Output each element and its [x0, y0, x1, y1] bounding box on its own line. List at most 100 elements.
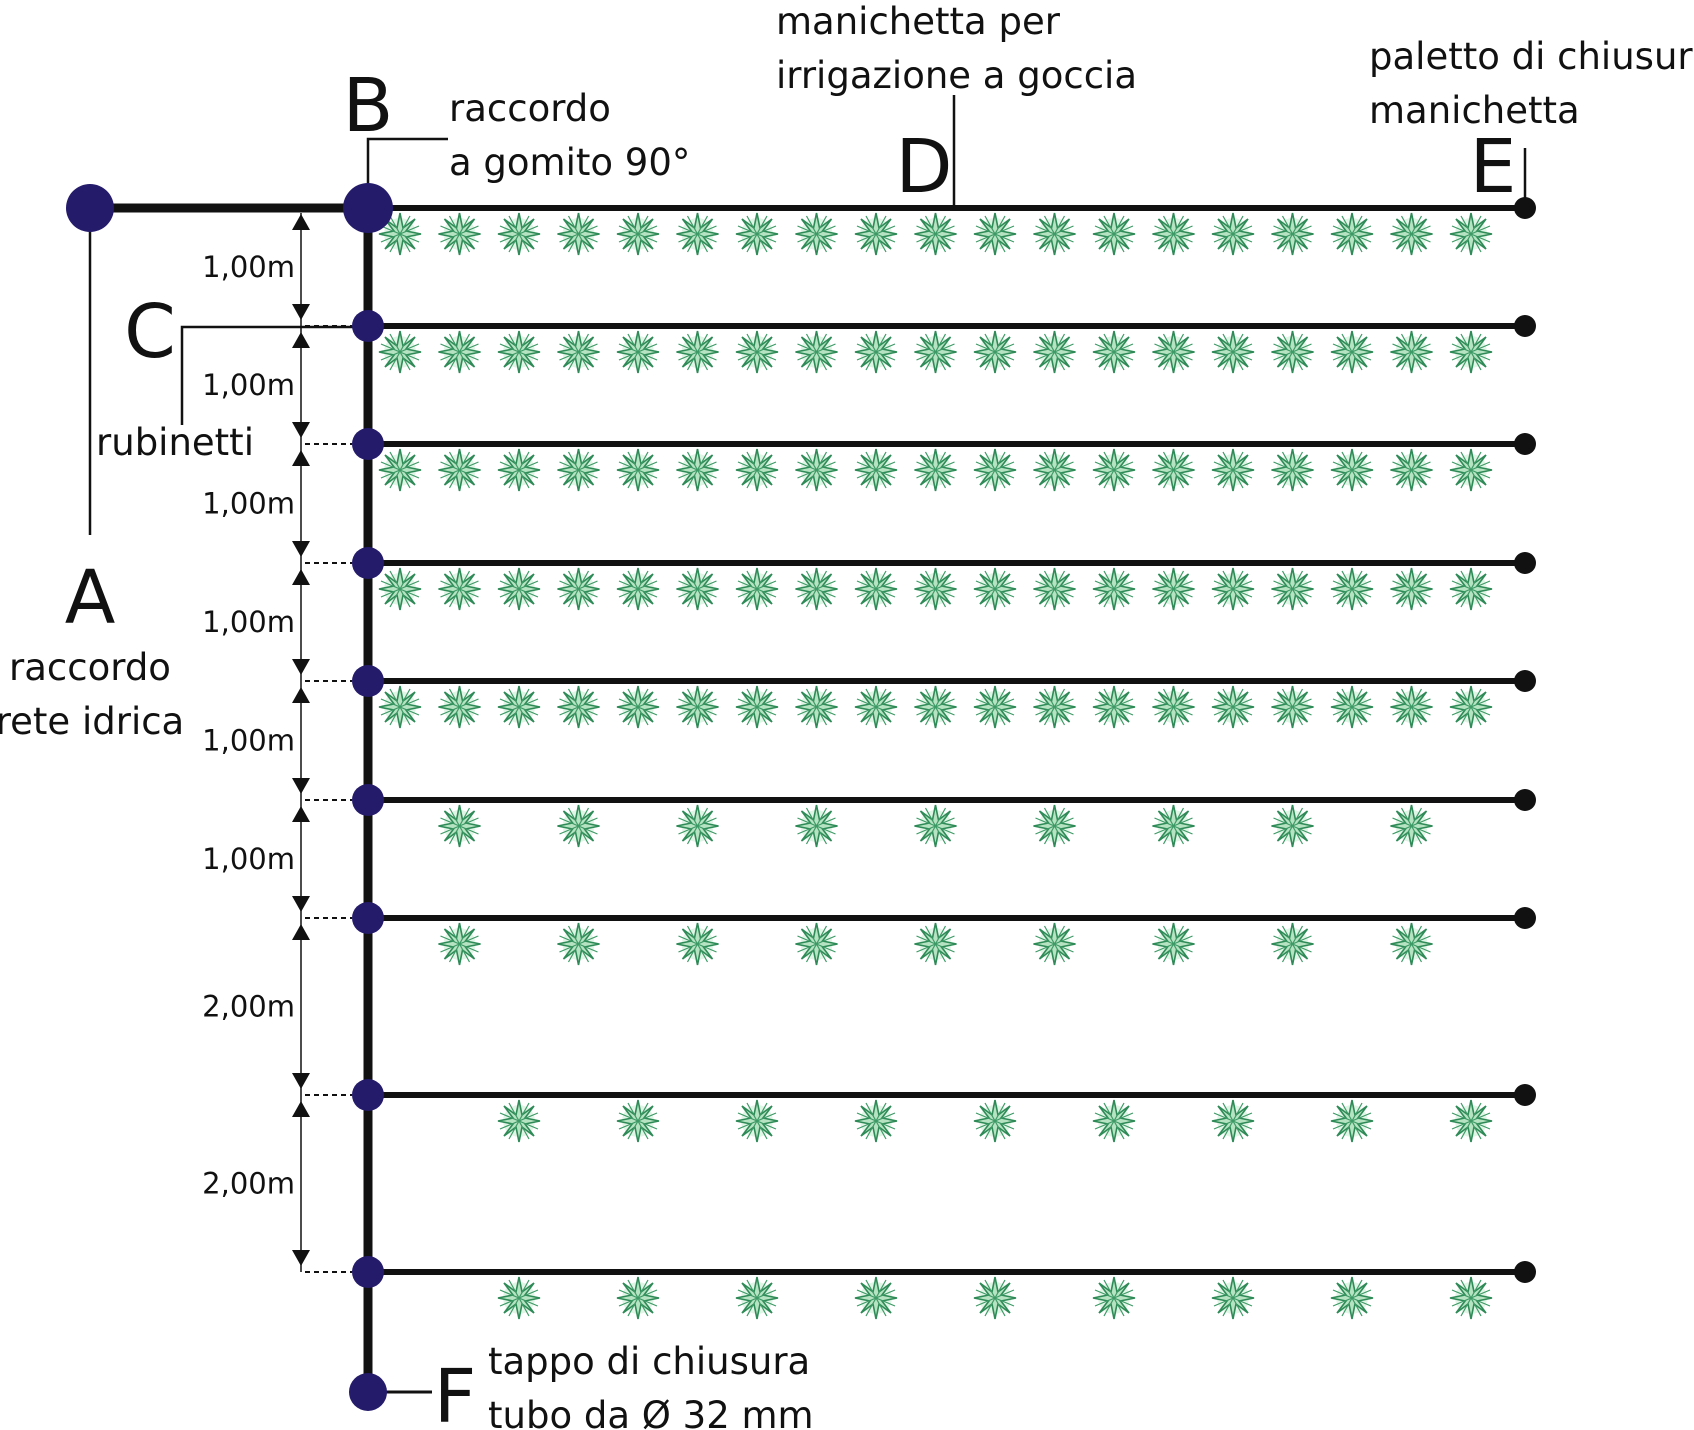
plant-icon [794, 685, 839, 729]
plant-icon [854, 448, 898, 492]
plant-icon [973, 330, 1017, 374]
dimension-arrow-down [292, 896, 310, 912]
plant-icon [854, 567, 898, 611]
plant-icon [556, 567, 601, 611]
plant-icon [1330, 567, 1374, 611]
dimension-arrow-up [292, 1101, 310, 1117]
plant-icon [1151, 212, 1196, 256]
plant-icon [913, 330, 958, 374]
dimension-arrow-up [292, 806, 310, 822]
plant-icon [973, 685, 1017, 729]
plant-icon [1449, 567, 1493, 611]
plant-icon [1270, 685, 1315, 729]
dimension-arrow-up [292, 687, 310, 703]
end-stake-icon [1514, 433, 1536, 455]
plant-icon [854, 1099, 898, 1143]
plant-icon [497, 1276, 541, 1320]
plant-icon [1211, 1099, 1255, 1143]
label-e-line1: paletto di chiusura [1369, 35, 1694, 78]
dimension-arrow-up [292, 332, 310, 348]
plant-icon [1330, 212, 1374, 256]
spacing-label: 1,00m [202, 842, 295, 876]
plant-icon [735, 212, 779, 256]
plant-icon [1211, 330, 1255, 374]
label-e-letter: E [1470, 124, 1517, 210]
plant-icon [913, 567, 958, 611]
plant-icon [616, 1276, 660, 1320]
end-stake-icon [1514, 1261, 1536, 1283]
plant-icon [1389, 922, 1434, 966]
label-b-line2: a gomito 90° [449, 141, 690, 184]
plant-icon [735, 330, 779, 374]
valve-fitting-icon [352, 1079, 384, 1111]
plant-icon [735, 685, 779, 729]
valve-fitting-icon [352, 428, 384, 460]
plant-icon [378, 685, 422, 729]
plant-icon [1151, 804, 1196, 848]
plant-icon [1330, 1276, 1374, 1320]
plant-icon [973, 1099, 1017, 1143]
irrigation-row [305, 547, 1536, 611]
irrigation-row [305, 784, 1536, 848]
spacing-label: 1,00m [202, 605, 295, 639]
plant-icon [1330, 448, 1374, 492]
label-f-line1: tappo di chiusura [488, 1340, 810, 1383]
plant-icon [1389, 212, 1434, 256]
plant-icon [913, 804, 958, 848]
plant-icon [913, 212, 958, 256]
plant-icon [497, 212, 541, 256]
label-f-letter: F [434, 1354, 477, 1430]
irrigation-row [305, 428, 1536, 492]
plant-icon [1032, 212, 1077, 256]
plant-icon [1092, 448, 1136, 492]
label-d-line2: irrigazione a goccia [776, 54, 1137, 97]
plant-icon [556, 804, 601, 848]
plant-icon [556, 685, 601, 729]
dimension-arrow-down [292, 1250, 310, 1266]
plant-icon [378, 448, 422, 492]
dimension-arrow-down [292, 1073, 310, 1089]
dimension-arrow-down [292, 778, 310, 794]
plant-icon [675, 922, 720, 966]
plant-icon [1270, 922, 1315, 966]
plant-icon [1389, 685, 1434, 729]
plant-icon [497, 567, 541, 611]
plant-icon [1449, 330, 1493, 374]
plant-icon [1032, 330, 1077, 374]
plant-icon [1449, 685, 1493, 729]
end-stake-icon [1514, 552, 1536, 574]
plant-icon [854, 1276, 898, 1320]
irrigation-rows [292, 197, 1536, 1320]
plant-icon [616, 567, 660, 611]
plant-icon [616, 685, 660, 729]
plant-icon [437, 567, 482, 611]
plant-icon [675, 685, 720, 729]
plant-icon [735, 1099, 779, 1143]
plant-icon [794, 448, 839, 492]
spacing-label: 1,00m [202, 368, 295, 402]
plant-icon [1151, 448, 1196, 492]
plant-icon [1330, 685, 1374, 729]
irrigation-row [305, 665, 1536, 729]
plant-icon [1389, 567, 1434, 611]
irrigation-row [305, 1079, 1536, 1143]
plant-icon [437, 922, 482, 966]
plant-icon [437, 804, 482, 848]
dimension-arrow-down [292, 304, 310, 320]
plant-icon [735, 1276, 779, 1320]
plant-icon [973, 448, 1017, 492]
plant-icon [1211, 685, 1255, 729]
valve-fitting-icon [352, 665, 384, 697]
spacing-label: 1,00m [202, 724, 295, 758]
plant-icon [1151, 922, 1196, 966]
spacing-label: 1,00m [202, 250, 295, 284]
plant-icon [675, 212, 720, 256]
dimension-arrow-up [292, 214, 310, 230]
plant-icon [1211, 1276, 1255, 1320]
plant-icon [1032, 448, 1077, 492]
plant-icon [675, 330, 720, 374]
plant-icon [437, 685, 482, 729]
mains-connection-fitting-icon [66, 184, 114, 232]
label-b-line1: raccordo [449, 87, 611, 130]
